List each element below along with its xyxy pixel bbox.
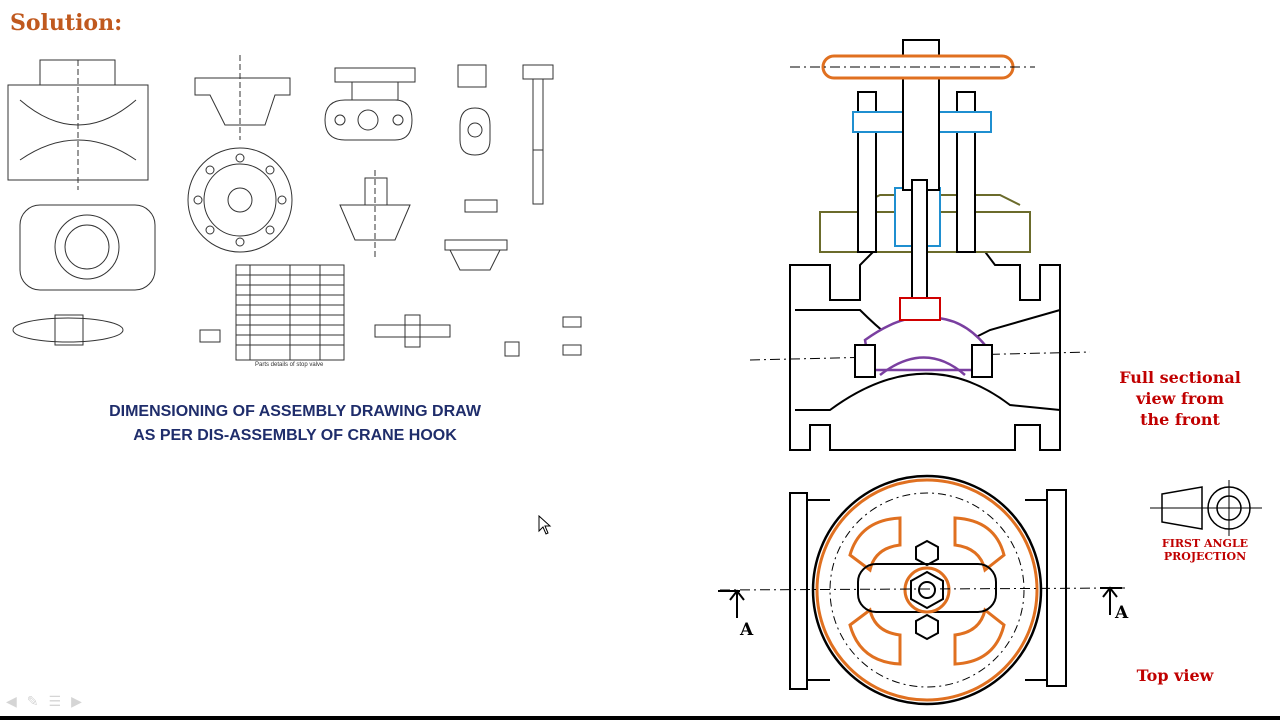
part-valve <box>339 170 411 260</box>
front-label-line-1: Full sectional <box>1119 368 1241 387</box>
front-label-line-2: view from <box>1136 389 1224 408</box>
front-section-view <box>749 39 1091 451</box>
part-stud <box>374 314 451 348</box>
first-angle-projection-icon <box>1150 480 1262 536</box>
slide-caption: DIMENSIONING OF ASSEMBLY DRAWING DRAW AS… <box>35 400 555 448</box>
parts-table <box>235 264 345 361</box>
part-nut <box>457 64 491 156</box>
cursor-arrow-icon <box>538 515 552 535</box>
section-mark-left: A <box>740 620 754 640</box>
top-view <box>718 474 1126 706</box>
part-handwheel <box>12 314 124 346</box>
part-collar <box>464 199 498 213</box>
slide-title: Solution: <box>10 10 123 36</box>
nav-back-icon[interactable]: ◀ <box>6 694 17 710</box>
part-body <box>7 59 156 291</box>
projection-line-2: PROJECTION <box>1163 550 1247 563</box>
top-view-label: Top view <box>1136 666 1214 685</box>
bottom-border <box>0 716 1280 720</box>
projection-line-1: FIRST ANGLE <box>1161 537 1249 550</box>
caption-line-2: AS PER DIS-ASSEMBLY OF CRANE HOOK <box>133 427 457 444</box>
part-spindle <box>522 64 554 205</box>
nav-pen-icon[interactable]: ✎ <box>26 694 39 710</box>
caption-line-1: DIMENSIONING OF ASSEMBLY DRAWING DRAW <box>109 403 481 420</box>
projection-label: FIRST ANGLE PROJECTION <box>1150 537 1260 563</box>
nav-forward-icon[interactable]: ▶ <box>71 694 82 710</box>
section-mark-right: A <box>1115 603 1129 623</box>
slide-nav-toolbar: ◀ ✎ ☰ ▶ <box>6 694 82 710</box>
part-gland <box>324 67 416 141</box>
nav-menu-icon[interactable]: ☰ <box>48 694 62 710</box>
parts-table-caption: Parts details of stop valve <box>255 362 324 368</box>
part-bonnet <box>187 55 293 253</box>
front-view-label: Full sectional view from the front <box>1105 367 1255 430</box>
front-label-line-3: the front <box>1140 410 1220 429</box>
part-seat <box>444 239 508 271</box>
